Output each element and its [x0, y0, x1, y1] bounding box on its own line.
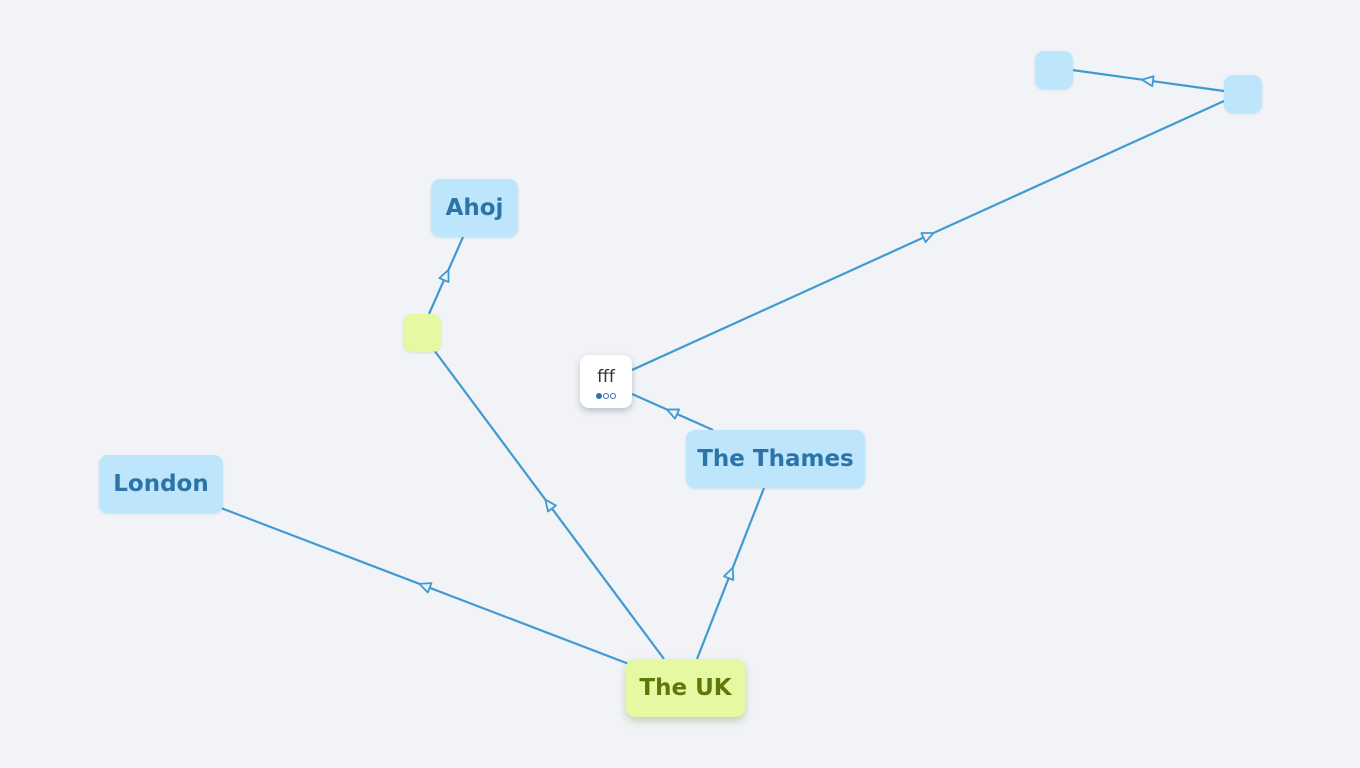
- node-label: The UK: [639, 675, 732, 701]
- node-fff[interactable]: fff: [580, 355, 632, 408]
- node-the-uk[interactable]: The UK: [626, 659, 745, 717]
- indicator-dot[interactable]: [610, 392, 616, 399]
- node-london[interactable]: London: [99, 455, 223, 513]
- arrow-icon: [418, 582, 433, 594]
- arrow-icon: [666, 408, 680, 420]
- node-empty-blue-right[interactable]: [1224, 75, 1262, 113]
- node-ahoj[interactable]: Ahoj: [431, 179, 518, 237]
- indicator-dot[interactable]: [603, 392, 609, 399]
- slide-indicator[interactable]: [596, 392, 616, 399]
- node-label: Ahoj: [445, 195, 504, 221]
- arrow-icon: [1141, 75, 1155, 88]
- node-label: The Thames: [697, 446, 854, 472]
- arrow-icon: [438, 269, 450, 283]
- node-the-thames[interactable]: The Thames: [686, 430, 865, 488]
- arrow-icon: [723, 567, 735, 581]
- node-empty-blue-left[interactable]: [1035, 51, 1073, 89]
- node-label: fff: [597, 366, 615, 387]
- node-label: London: [113, 471, 209, 497]
- arrow-icon: [920, 232, 935, 244]
- indicator-dot-active[interactable]: [596, 392, 602, 399]
- node-empty-green[interactable]: [403, 314, 441, 352]
- arrow-icon: [544, 498, 557, 513]
